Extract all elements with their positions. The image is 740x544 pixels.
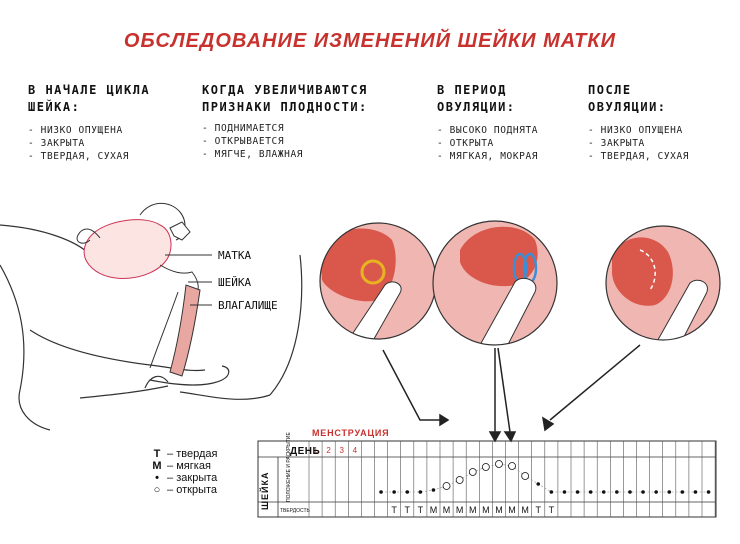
list-item: ЗАКРЫТА [28, 137, 150, 150]
chart-closed-point [628, 490, 632, 494]
list-item: ПОДНИМАЕТСЯ [202, 122, 368, 135]
anatomy-illustration [0, 224, 303, 431]
chart-closed-point [667, 490, 672, 494]
arrows [382, 344, 641, 443]
chart-firmness-mark: М [508, 505, 516, 515]
list-item: НИЗКО ОПУЩЕНА [588, 124, 689, 137]
cervix-view-ovulation [432, 220, 558, 346]
list-item: ОТКРЫТА [437, 137, 538, 150]
chart-closed-point [418, 490, 423, 494]
chart-closed-point [431, 488, 436, 492]
chart-firmness-mark: М [469, 505, 477, 515]
chart-row-label-cervix: ШЕЙКА [259, 471, 270, 510]
chart-open-point [481, 463, 490, 471]
chart-firmness-mark: Т [536, 505, 542, 515]
legend-item: ○ – открыта [153, 484, 218, 496]
chart-firmness-mark: М [456, 505, 464, 515]
column-items: ПОДНИМАЕТСЯ ОТКРЫВАЕТСЯ МЯГЧЕ, ВЛАЖНАЯ [202, 122, 368, 161]
chart-closed-point [536, 482, 541, 486]
chart-day-number: 4 [353, 446, 358, 455]
chart-closed-point [601, 490, 606, 494]
column-items: НИЗКО ОПУЩЕНА ЗАКРЫТА ТВЕРДАЯ, СУХАЯ [28, 124, 150, 163]
cervix-view-fertile [319, 222, 437, 340]
chart-closed-point [706, 490, 711, 494]
chart-firmness-mark: Т [549, 505, 555, 515]
chart-closed-point [693, 490, 698, 494]
chart-open-point [442, 482, 451, 490]
list-item: ОТКРЫВАЕТСЯ [202, 135, 368, 148]
chart-firmness-mark: Т [391, 505, 397, 515]
legend-item: М – мягкая [152, 460, 211, 472]
chart-closed-point [549, 490, 554, 494]
chart-closed-point [654, 490, 658, 494]
list-item: ВЫСОКО ПОДНЯТА [437, 124, 538, 137]
chart-row-label-firmness: ТВЕРДОСТЬ [280, 508, 310, 514]
cervix-view-after-ovulation [605, 225, 721, 341]
chart-closed-point [680, 490, 685, 494]
chart-closed-point [588, 490, 593, 494]
chart-closed-point [615, 490, 619, 494]
chart-open-point [455, 476, 464, 484]
chart-firmness-mark: М [443, 505, 451, 515]
chart-firmness-mark: М [521, 505, 529, 515]
chart-closed-point [405, 490, 410, 494]
chart-position-trend [381, 463, 709, 493]
list-item: МЯГЧЕ, ВЛАЖНАЯ [202, 148, 368, 161]
label-vagina: ВЛАГАЛИЩЕ [218, 299, 278, 312]
chart-frame [257, 440, 717, 518]
chart-menstruation-label: МЕНСТРУАЦИЯ [312, 428, 389, 438]
chart-open-point [495, 460, 503, 468]
list-item: ТВЕРДАЯ, СУХАЯ [588, 150, 689, 163]
chart-firmness-mark: М [482, 505, 490, 515]
list-item: НИЗКО ОПУЩЕНА [28, 124, 150, 137]
chart-firmness-mark: Т [405, 505, 411, 515]
chart-row-label-position: ПОЛОЖЕНИЕ И РАСКРЫТИЕ [286, 431, 292, 502]
list-item: МЯГКАЯ, МОКРАЯ [437, 150, 538, 163]
chart-open-point [468, 468, 477, 476]
chart-day-number: 2 [326, 446, 331, 455]
label-cervix: ШЕЙКА [218, 276, 251, 289]
chart-closed-point [392, 490, 396, 494]
list-item: ЗАКРЫТА [588, 137, 689, 150]
legend-item: Т – твердая [153, 448, 218, 460]
chart-day-number: 1 [313, 446, 318, 455]
uterus-illustration [76, 202, 201, 377]
anatomy-pointer-lines [165, 254, 212, 306]
page-title: ОБСЛЕДОВАНИЕ ИЗМЕНЕНИЙ ШЕЙКИ МАТКИ [123, 30, 617, 52]
chart-closed-point [641, 490, 645, 494]
chart-firmness-mark: М [430, 505, 438, 515]
chart-firmness-mark: Т [418, 505, 424, 515]
column-items: ВЫСОКО ПОДНЯТА ОТКРЫТА МЯГКАЯ, МОКРАЯ [437, 124, 538, 163]
list-item: ТВЕРДАЯ, СУХАЯ [28, 150, 150, 163]
label-uterus: МАТКА [218, 249, 251, 262]
chart-closed-point [562, 490, 567, 494]
legend-item: • – закрыта [155, 472, 218, 484]
legend: Т – твердая М – мягкая • – закрыта ○ – о… [150, 448, 217, 496]
chart-day-number: 3 [340, 446, 345, 455]
column-items: НИЗКО ОПУЩЕНА ЗАКРЫТА ТВЕРДАЯ, СУХАЯ [588, 124, 689, 163]
chart-open-point [508, 462, 516, 470]
chart-open-point [521, 472, 530, 480]
chart-firmness-mark: М [495, 505, 503, 515]
chart-day-label: ДЕНЬ [290, 446, 320, 457]
chart-closed-point [575, 490, 580, 494]
chart-closed-point [379, 490, 383, 494]
